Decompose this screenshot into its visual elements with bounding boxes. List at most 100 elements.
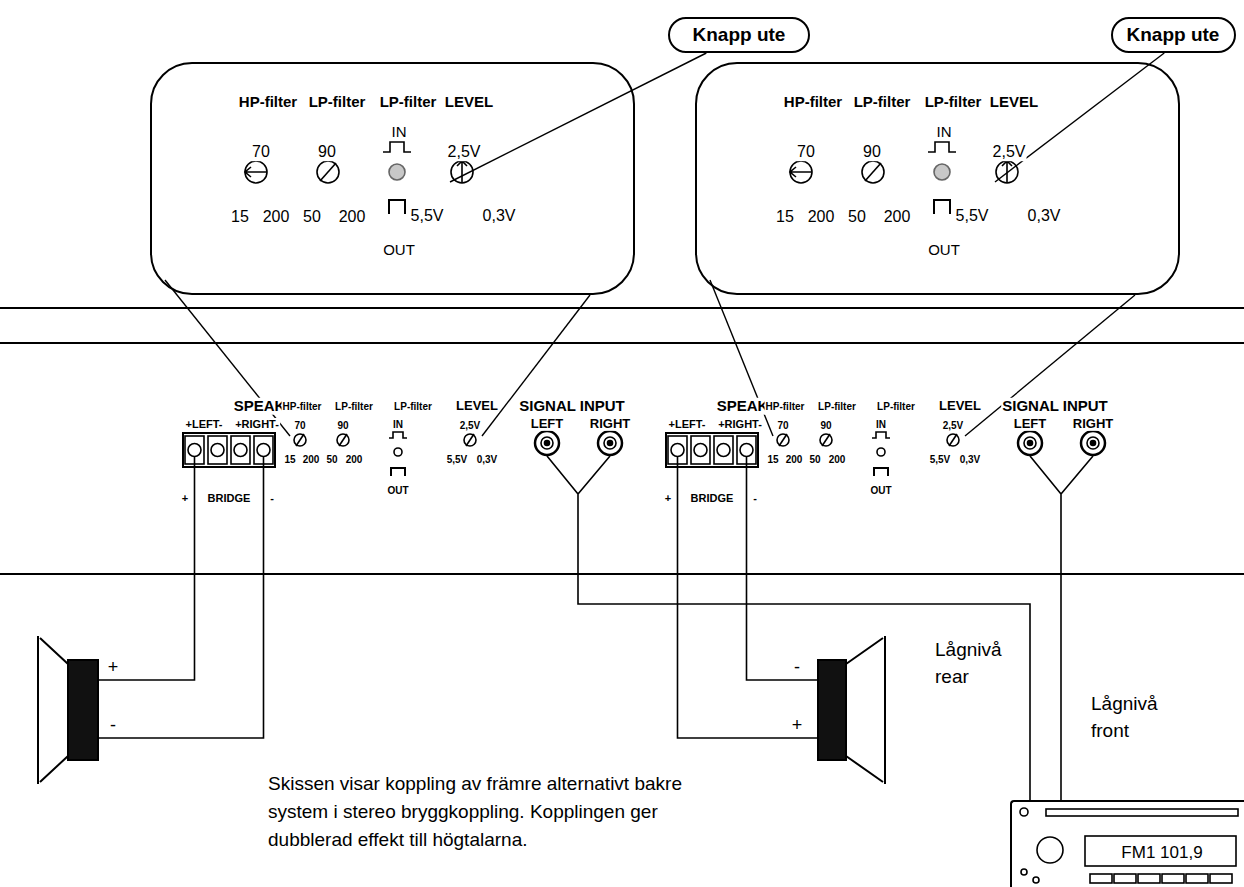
- control-label: 50: [325, 454, 338, 465]
- control-label: 5,5V: [929, 454, 952, 465]
- control-label: 15: [775, 208, 795, 226]
- head-unit-details: [1020, 808, 1238, 883]
- control-label: 200: [828, 454, 847, 465]
- control-label: 2,5V: [942, 420, 965, 431]
- polarity-sign: +: [792, 716, 803, 736]
- control-label: IN: [391, 124, 408, 141]
- control-label: 2,5V: [992, 143, 1027, 161]
- control-label: 0,3V: [482, 207, 517, 225]
- control-label: OUT: [386, 485, 409, 496]
- control-label: 200: [345, 454, 364, 465]
- control-label: 0,3V: [959, 454, 982, 465]
- zoom-panel: HP-filter LP-filter LP-filter LEVEL 70 15 200 9…: [150, 62, 635, 295]
- control-label: +LEFT-: [185, 418, 224, 430]
- control-label: BRIDGE: [690, 492, 735, 504]
- callout-text: Knapp ute: [692, 25, 787, 46]
- cable-label: Lågnivå rear: [935, 636, 1020, 690]
- control-label: OUT: [869, 485, 892, 496]
- control-label: LEVEL: [938, 399, 982, 413]
- signal-cable: [578, 575, 1030, 800]
- control-label: HP-filter: [765, 401, 806, 412]
- control-label: 50: [808, 454, 821, 465]
- control-label: LP-filter: [876, 401, 916, 412]
- control-label: HP-filter: [238, 94, 298, 111]
- control-label: HP-filter: [783, 94, 843, 111]
- control-label: -: [752, 492, 758, 504]
- control-label: -: [269, 492, 275, 504]
- control-label: LP-filter: [853, 94, 912, 111]
- control-label: SIGNAL INPUT: [1001, 398, 1109, 415]
- connectors: [450, 53, 1164, 800]
- control-label: IN: [875, 419, 887, 430]
- speaker-symbol: [38, 636, 885, 784]
- control-label: 50: [847, 208, 867, 226]
- control-label: SIGNAL INPUT: [518, 398, 626, 415]
- zoom-panel: HP-filterLP-filterLP-filterLEVEL70152009…: [695, 62, 1180, 295]
- control-label: 2,5V: [459, 420, 482, 431]
- control-label: LEFT: [530, 417, 565, 431]
- control-label: OUT: [927, 242, 961, 259]
- control-label: RIGHT: [1072, 417, 1114, 431]
- control-label: 70: [796, 143, 816, 161]
- polarity-sign: +: [108, 658, 119, 678]
- control-label: +RIGHT-: [234, 418, 280, 430]
- control-label: LEVEL: [444, 94, 494, 111]
- control-label: 15: [766, 454, 779, 465]
- control-label: 200: [302, 454, 321, 465]
- control-label: 2,5V: [447, 143, 482, 161]
- callout-bubble: Knapp ute: [1111, 17, 1236, 53]
- control-label: 0,3V: [1027, 207, 1062, 225]
- control-label: LP-filter: [379, 94, 438, 111]
- leader-line: [995, 53, 1164, 182]
- control-label: LEFT: [1013, 417, 1048, 431]
- callout-bubble: Knapp ute: [668, 17, 810, 53]
- control-label: +: [181, 492, 189, 504]
- control-label: LEVEL: [455, 399, 499, 413]
- zoom-lines: [165, 280, 1135, 436]
- control-label: HP-filter: [282, 401, 323, 412]
- control-label: 200: [807, 208, 836, 226]
- control-label: LP-filter: [308, 94, 367, 111]
- control-label: 90: [336, 420, 349, 431]
- control-label: 15: [283, 454, 296, 465]
- control-label: IN: [392, 419, 404, 430]
- control-label: 70: [293, 420, 306, 431]
- caption-text: Skissen visar koppling av främre alterna…: [268, 770, 743, 854]
- leader-line: [450, 53, 706, 182]
- control-label: RIGHT: [589, 417, 631, 431]
- control-label: 5,5V: [955, 207, 990, 225]
- callout-text: Knapp ute: [1126, 25, 1221, 46]
- control-label: 5,5V: [410, 207, 445, 225]
- control-label: BRIDGE: [207, 492, 252, 504]
- control-label: 200: [338, 208, 367, 226]
- control-label: 5,5V: [446, 454, 469, 465]
- polarity-sign: -: [794, 658, 800, 678]
- control-label: 90: [317, 143, 337, 161]
- control-label: LP-filter: [817, 401, 857, 412]
- panel-controls: [245, 142, 1018, 214]
- control-label: +RIGHT-: [717, 418, 763, 430]
- control-label: 70: [251, 143, 271, 161]
- control-label: LP-filter: [334, 401, 374, 412]
- control-label: 15: [230, 208, 250, 226]
- control-label: LEVEL: [989, 94, 1039, 111]
- amplifier-face-line: [0, 343, 1244, 344]
- control-label: LP-filter: [393, 401, 433, 412]
- control-label: FM1 101,9: [1120, 844, 1203, 863]
- polarity-sign: -: [110, 716, 116, 736]
- control-label: +LEFT-: [668, 418, 707, 430]
- control-label: 200: [262, 208, 291, 226]
- amplifier-body: SPEAKERS+LEFT-+RIGHT-+BRIDGE-HP-filterLP…: [0, 307, 1244, 575]
- control-label: 200: [883, 208, 912, 226]
- speaker-wires: [98, 457, 818, 738]
- cable-label: Lågnivå front: [1091, 690, 1176, 744]
- signal-cable: [1060, 575, 1062, 800]
- control-label: 50: [302, 208, 322, 226]
- control-label: 0,3V: [476, 454, 499, 465]
- amplifier-controls: [183, 431, 1105, 575]
- control-label: 90: [819, 420, 832, 431]
- head-unit: FM1 101,9: [1010, 800, 1244, 887]
